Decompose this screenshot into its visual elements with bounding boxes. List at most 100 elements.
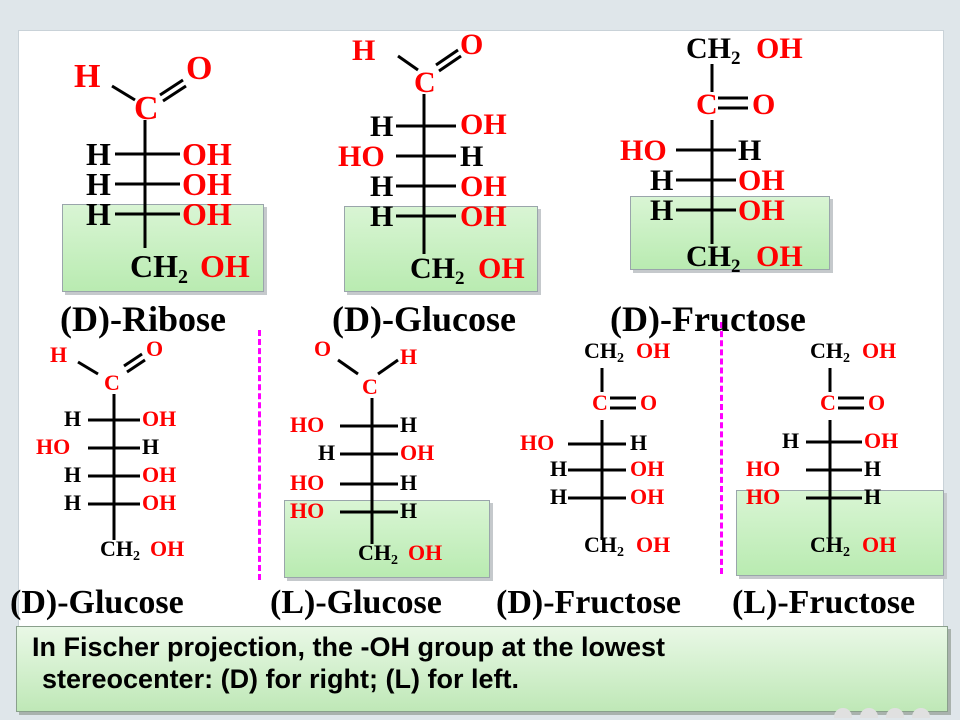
bfructose-c3-ho: HO (520, 430, 555, 455)
bglucose-ch2: CH2 (100, 536, 140, 564)
fructose-top-ch2: CH2 (686, 32, 741, 69)
ribose-ch2-oh: OH (200, 248, 250, 284)
lglucose-ch2: CH2 (358, 540, 398, 568)
fructose-top-ch2-oh: OH (756, 32, 803, 65)
bfructose-c5-h: H (550, 484, 568, 509)
lfructose-c5-ho: HO (746, 484, 781, 509)
fructose-top-c4-h: H (650, 164, 674, 197)
glucose-top-c2-oh: OH (460, 108, 507, 141)
glucose-top-o-aldehyde: O (460, 28, 484, 61)
lglucose-c5-ho: HO (290, 498, 325, 523)
note-line-1: In Fischer projection, the -OH group at … (32, 632, 666, 662)
bglucose-c4-oh: OH (142, 462, 177, 487)
bglucose-h-aldehyde: H (50, 342, 68, 367)
glucose-top-c3-h: H (460, 140, 484, 173)
slide-panel (18, 30, 944, 712)
bfructose-ch2-bottom: CH2 (584, 532, 624, 560)
lfructose-c3-oh: OH (864, 428, 899, 453)
lglucose-c3-oh: OH (400, 440, 435, 465)
bglucose-c5-h: H (64, 490, 82, 515)
glucose-top-c3-ho: HO (338, 140, 385, 173)
lglucose-c1: C (362, 374, 378, 399)
lglucose-c4-h: H (400, 470, 418, 495)
glucose-top-c1: C (414, 66, 436, 99)
highlight-box-ribose (62, 204, 264, 292)
bglucose-c1: C (104, 370, 120, 395)
label-l-glucose: (L)-Glucose (270, 584, 442, 621)
lglucose-c4-ho: HO (290, 470, 325, 495)
bfructose-ch2-oh: OH (636, 338, 671, 363)
lfructose-c5-h: H (864, 484, 882, 509)
bfructose-c5-oh: OH (630, 484, 665, 509)
ribose-h-aldehyde: H (74, 58, 101, 95)
bfructose-c2-o: O (640, 390, 658, 415)
ribose-c4-h: H (86, 196, 111, 232)
bfructose-c2: C (592, 390, 608, 415)
bglucose-o-aldehyde: O (146, 336, 164, 361)
glucose-top-c4-h: H (370, 170, 394, 203)
fructose-top-c4-oh: OH (738, 164, 785, 197)
glucose-top-c5-h: H (370, 200, 394, 233)
bglucose-c3-ho: HO (36, 434, 71, 459)
highlight-box-l-fructose (736, 490, 944, 576)
bglucose-c3-h: H (142, 434, 160, 459)
note-text: In Fischer projection, the -OH group at … (32, 631, 942, 695)
lfructose-c2-o: O (868, 390, 886, 415)
glucose-top-ch2-oh: OH (478, 252, 525, 285)
label-d-glucose-top: (D)-Glucose (332, 299, 516, 339)
lfructose-c4-ho: HO (746, 456, 781, 481)
lfructose-ch2: CH2 (810, 338, 850, 366)
bfructose-ch2-bottom-oh: OH (636, 532, 671, 557)
lglucose-c2-ho: HO (290, 412, 325, 437)
note-box (16, 626, 948, 712)
lfructose-c4-h: H (864, 456, 882, 481)
ribose-o-aldehyde: O (186, 50, 213, 87)
glucose-top-c2-h: H (370, 110, 394, 143)
glucose-top-c4-oh: OH (460, 170, 507, 203)
lfructose-ch2-bottom-oh: OH (862, 532, 897, 557)
ribose-c2-oh: OH (182, 136, 232, 172)
highlight-box-glucose-top (344, 206, 538, 292)
ribose-c1: C (134, 90, 159, 127)
fructose-top-c2-o: O (752, 88, 776, 121)
lfructose-ch2-oh: OH (862, 338, 897, 363)
glucose-top-c5-oh: OH (460, 200, 507, 233)
label-l-fructose: (L)-Fructose (732, 584, 916, 621)
highlight-box-fructose-top (630, 196, 830, 270)
lglucose-ch2-oh: OH (408, 540, 443, 565)
bfructose-ch2: CH2 (584, 338, 624, 366)
lfructose-ch2-bottom: CH2 (810, 532, 850, 560)
lglucose-c2-h: H (400, 412, 418, 437)
fructose-top-c3-ho: HO (620, 134, 667, 167)
lfructose-c2: C (820, 390, 836, 415)
bglucose-ch2-oh: OH (150, 536, 185, 561)
fructose-top-ch2-bottom-oh: OH (756, 240, 803, 273)
ribose-c2-h: H (86, 136, 111, 172)
lglucose-h-aldehyde: H (400, 344, 418, 369)
lfructose-c3-h: H (782, 428, 800, 453)
fructose-top-ch2-bottom: CH2 (686, 240, 741, 277)
ribose-c4-oh: OH (182, 196, 232, 232)
bfructose-c3-h: H (630, 430, 648, 455)
bglucose-c5-oh: OH (142, 490, 177, 515)
label-d-glucose: (D)-Glucose (10, 584, 184, 621)
fructose-top-c2: C (696, 88, 718, 121)
slide-nav-decoration (834, 708, 930, 718)
lglucose-c3-h: H (318, 440, 336, 465)
bglucose-c4-h: H (64, 462, 82, 487)
ribose-c3-oh: OH (182, 166, 232, 202)
bglucose-c2-h: H (64, 406, 82, 431)
lglucose-o-aldehyde: O (314, 336, 332, 361)
fructose-top-c5-oh: OH (738, 194, 785, 227)
label-d-fructose-top: (D)-Fructose (610, 299, 806, 339)
label-d-fructose: (D)-Fructose (496, 584, 682, 621)
label-d-ribose: (D)-Ribose (60, 299, 226, 339)
lglucose-c5-h: H (400, 498, 418, 523)
glucose-top-h-aldehyde: H (352, 34, 376, 67)
note-line-2: stereocenter: (D) for right; (L) for lef… (42, 664, 519, 694)
separator-line-left (258, 330, 261, 580)
fructose-top-c5-h: H (650, 194, 674, 227)
fructose-top-c3-h: H (738, 134, 762, 167)
separator-line-right (720, 322, 723, 574)
